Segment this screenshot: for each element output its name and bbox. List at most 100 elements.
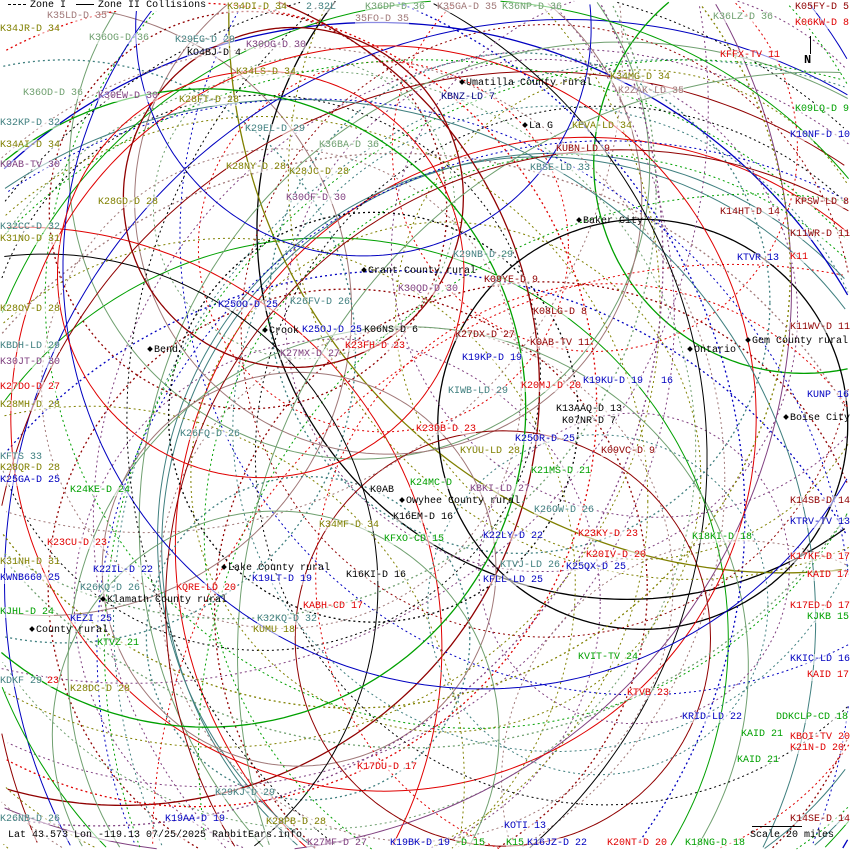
station-label[interactable]: K08LG-D 8	[533, 307, 588, 318]
station-label[interactable]: KFTS 33	[0, 452, 43, 463]
station-label[interactable]: KTVJ-LD 26	[500, 560, 561, 571]
station-label[interactable]: K0AB-TV 30	[0, 160, 61, 171]
station-label[interactable]: K27MF-D 27	[307, 838, 368, 849]
station-label[interactable]: K35GA-D 35	[437, 2, 498, 13]
station-label[interactable]: K25OR-D 25	[515, 434, 576, 445]
station-label[interactable]: K15	[506, 838, 525, 849]
station-label[interactable]: KVIT-TV 24	[578, 652, 639, 663]
station-label[interactable]: K32CC-D 32	[0, 222, 61, 233]
station-label[interactable]: K27DX-D 27	[455, 330, 516, 341]
station-label[interactable]: K06NS-D 6	[364, 325, 419, 336]
station-label[interactable]: K29KJ-D 29	[215, 788, 276, 799]
station-label[interactable]: K13AAQ-D 13	[556, 404, 623, 415]
station-label[interactable]: K29EG-D 29	[175, 35, 236, 46]
station-label[interactable]: 16	[661, 376, 674, 387]
station-label[interactable]: K19LT-D 19	[252, 574, 313, 585]
station-label[interactable]: K11	[790, 252, 809, 263]
station-label[interactable]: KUMU 18	[253, 625, 296, 636]
station-label[interactable]: K34AI-D 34	[0, 140, 61, 151]
station-label[interactable]: K32KQ-D 32	[257, 614, 318, 625]
station-label[interactable]: K20IV-D 20	[586, 550, 647, 561]
station-label[interactable]: KBNZ-LD 7	[441, 92, 496, 103]
station-label[interactable]: K28PB-D 28	[266, 817, 327, 828]
station-label[interactable]: KFLL-LD 25	[483, 575, 544, 586]
station-label[interactable]: K17KF-D 17	[789, 552, 850, 563]
station-label[interactable]: KFFX-TV 11	[719, 50, 780, 61]
station-label[interactable]: KUNP 16	[807, 390, 850, 401]
station-label[interactable]: KDKF 29	[0, 676, 43, 687]
station-label[interactable]: K17DU-D 17	[357, 762, 418, 773]
station-label[interactable]: K11WR-D 11	[789, 229, 850, 240]
station-label[interactable]: K30JT-D 30	[0, 357, 61, 368]
station-label[interactable]: K32KP-D 32	[0, 118, 61, 129]
station-label[interactable]: K24MC-D	[410, 478, 453, 489]
station-label[interactable]: KRID-LD 22	[682, 712, 743, 723]
station-label[interactable]: KBKI-LD 27	[470, 484, 531, 495]
station-label[interactable]: KTRV-TV 13	[789, 517, 850, 528]
station-label[interactable]: K0AB	[370, 485, 395, 496]
station-label[interactable]: K29EL-D 29	[245, 124, 306, 135]
station-label[interactable]: K36LZ-D 36	[713, 12, 774, 23]
station-label[interactable]: KFXO-CD 15	[384, 534, 445, 545]
station-label[interactable]: K36OG-D 36	[89, 33, 150, 44]
station-label[interactable]: KABH-CD 17	[303, 601, 364, 612]
station-label[interactable]: K2ZAK-LD 35	[618, 86, 685, 97]
station-label[interactable]: K34DI-D 34	[227, 2, 288, 13]
station-label[interactable]: K34MF-D 34	[319, 520, 380, 531]
station-label[interactable]: K20NT-D 20	[607, 838, 668, 849]
station-label[interactable]: K28QR-D 28	[0, 463, 61, 474]
station-label[interactable]: K23DB-D 23	[416, 424, 477, 435]
station-label[interactable]: K10NF-D 10	[789, 130, 850, 141]
station-label[interactable]: K17ED-D 17	[789, 601, 850, 612]
station-label[interactable]: K05FY-D 5	[795, 2, 850, 13]
station-label[interactable]: KUBN-LD 9	[556, 144, 611, 155]
station-label[interactable]: KBDH-LD 29	[0, 341, 61, 352]
station-label[interactable]: K07NR-D 7	[562, 416, 617, 427]
station-label[interactable]: KPSW-LD 8	[795, 197, 850, 208]
station-label[interactable]: K36BA-D 36	[319, 140, 380, 151]
station-label[interactable]: K35LD-D 35	[47, 11, 108, 22]
station-label[interactable]: KEVA-LD 34	[572, 121, 633, 132]
station-label[interactable]: K26NB-D 26	[0, 814, 61, 825]
station-label[interactable]: K34JR-D 34	[0, 24, 61, 35]
station-label[interactable]: K22LY-D 22	[483, 531, 544, 542]
station-label[interactable]: K36OD-D 36	[23, 88, 84, 99]
station-label[interactable]: KTVB 23	[627, 688, 670, 699]
station-label[interactable]: K28MH-D 28	[0, 400, 61, 411]
station-label[interactable]: K30QD-D 30	[398, 284, 459, 295]
station-label[interactable]: K20MJ-D 20	[521, 381, 582, 392]
station-label[interactable]: K34MG-D 34	[610, 72, 671, 83]
station-label[interactable]: K29NB-D 29	[453, 250, 514, 261]
station-label[interactable]: 35FO-D 35	[355, 14, 410, 25]
station-label[interactable]: K30EW-D 30	[98, 91, 159, 102]
station-label[interactable]: K16JZ-D 22	[527, 838, 588, 849]
station-label[interactable]: K28JC-D 28	[289, 167, 350, 178]
station-label[interactable]: K14HT-D 14	[719, 207, 780, 218]
station-label[interactable]: KJKB 15	[807, 612, 850, 623]
station-label[interactable]: K09LQ-D 9	[795, 104, 850, 115]
station-label[interactable]: K36NP-D 36	[502, 2, 563, 13]
station-label[interactable]: KIWB-LD 29	[448, 386, 509, 397]
station-label[interactable]: K28DC-D 28	[70, 684, 131, 695]
station-label[interactable]: K28OV-D 28	[0, 304, 61, 315]
station-label[interactable]: KKIC-LD 16	[789, 654, 850, 665]
station-label[interactable]: K23KY-D 23	[578, 529, 639, 540]
station-label[interactable]: K11WV-D 11	[789, 322, 850, 333]
station-label[interactable]: K14SB-D 14	[789, 496, 850, 507]
station-label[interactable]: K09YE-D 9	[484, 275, 539, 286]
station-label[interactable]: K28NY-D 28	[226, 162, 287, 173]
station-label[interactable]: 23	[47, 676, 60, 687]
station-label[interactable]: K19KU-D 19	[583, 376, 644, 387]
station-label[interactable]: K19AA-D 19	[165, 814, 226, 825]
station-label[interactable]: K19BK-D 19	[390, 838, 451, 849]
station-label[interactable]: K31NO-D 31	[0, 234, 61, 245]
station-label[interactable]: K06KW-D 8	[795, 18, 850, 29]
station-label[interactable]: K24KE-D 24	[70, 485, 131, 496]
station-label[interactable]: K27DO-D 27	[0, 382, 61, 393]
station-label[interactable]: KTVR 13	[737, 253, 780, 264]
station-label[interactable]: KAID 17	[807, 670, 850, 681]
station-label[interactable]: KBOI-TV 20	[789, 732, 850, 743]
station-label[interactable]: K25OJ-D 25	[302, 325, 363, 336]
station-label[interactable]: K25OO-D 25	[218, 300, 279, 311]
